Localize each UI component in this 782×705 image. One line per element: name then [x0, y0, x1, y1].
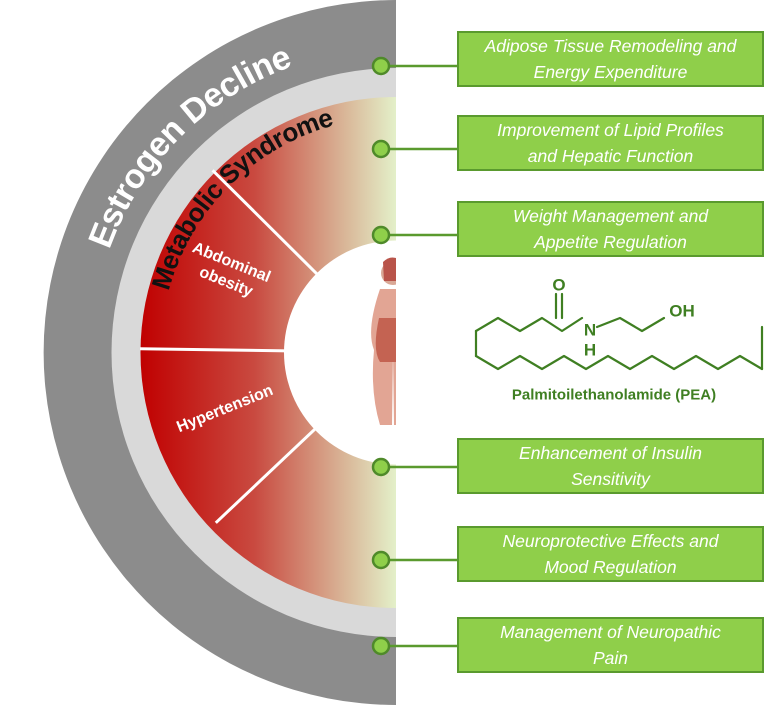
- benefit-line: Appetite Regulation: [534, 232, 687, 252]
- atom-h: H: [584, 341, 596, 360]
- benefit-line: Pain: [592, 648, 628, 668]
- segment-fan: [140, 97, 396, 608]
- connector-dot-6: [371, 636, 391, 656]
- pea-molecule-structure: [474, 292, 764, 371]
- right-edge-cover: [396, 0, 458, 705]
- connector-dot-5: [371, 550, 391, 570]
- benefit-line: Energy Expenditure: [533, 62, 688, 82]
- benefit-line: and Hepatic Function: [527, 146, 694, 166]
- benefit-line: Enhancement of Insulin: [519, 443, 702, 463]
- connector-dots: [371, 56, 391, 656]
- benefit-line: Weight Management and: [512, 206, 709, 226]
- benefit-line: Adipose Tissue Remodeling and: [484, 36, 737, 56]
- connector-dot-4: [371, 457, 391, 477]
- connector-lines: [381, 64, 458, 648]
- connector-dot-2: [371, 139, 391, 159]
- benefit-line: Mood Regulation: [544, 557, 677, 577]
- benefit-line: Improvement of Lipid Profiles: [497, 120, 724, 140]
- benefit-line: Neuroprotective Effects and: [502, 531, 719, 551]
- benefit-line: Management of Neuropathic: [500, 622, 721, 642]
- atom-oh: OH: [669, 302, 695, 321]
- pea-molecule-atoms: O N H OH: [552, 276, 694, 360]
- atom-o: O: [552, 276, 565, 295]
- benefit-line: Sensitivity: [571, 469, 650, 489]
- benefit-box-lipid: Improvement of Lipid Profiles and Hepatic…: [457, 115, 764, 171]
- connector-dot-3: [371, 225, 391, 245]
- molecule-name: Palmitoilethanolamide (PEA): [512, 387, 716, 404]
- connector-dot-1: [371, 56, 391, 76]
- atom-n: N: [584, 321, 596, 340]
